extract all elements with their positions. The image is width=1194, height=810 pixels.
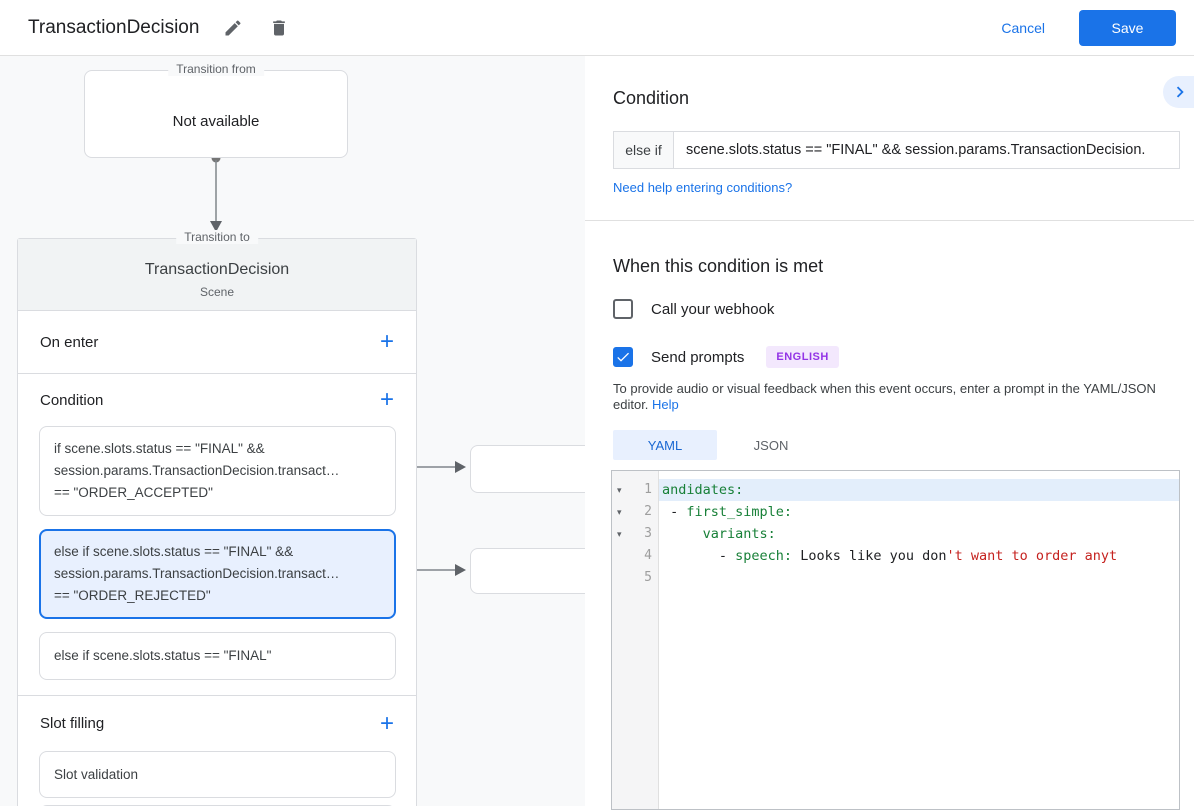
slot-filling-header: Slot filling +	[18, 696, 416, 751]
code-segment: first_simple:	[686, 504, 793, 520]
send-prompts-checkbox[interactable]	[613, 347, 633, 367]
code-segment	[662, 526, 703, 542]
editor-gutter	[612, 471, 659, 809]
condition-section: Condition + if scene.slots.status == "FI…	[18, 374, 416, 696]
code-text[interactable]: andidates:	[659, 479, 1179, 501]
fold-spacer	[612, 567, 630, 589]
editor-line: ▾ 3 variants:	[612, 523, 1179, 545]
fold-arrow-icon[interactable]: ▾	[617, 485, 622, 495]
collapse-panel-button[interactable]	[1163, 76, 1194, 108]
code-text[interactable]: - speech: Looks like you don't want to o…	[659, 545, 1179, 567]
transition-target-box[interactable]	[470, 445, 585, 493]
page-title: TransactionDecision	[28, 16, 200, 38]
call-webhook-label: Call your webhook	[651, 300, 775, 318]
code-segment: 't want to order anyt	[946, 548, 1118, 564]
transition-from-legend: Transition from	[168, 62, 264, 76]
editor-line: 4 - speech: Looks like you don't want to…	[612, 545, 1179, 567]
transition-from-box: Transition from Not available	[84, 62, 348, 158]
editor-format-tabs: YAML JSON	[613, 430, 1180, 460]
yaml-code-editor[interactable]: ▾ 1 andidates: ▾ 2 - first_simple: ▾ 3 v…	[611, 470, 1180, 810]
transition-to-legend: Transition to	[176, 230, 258, 244]
code-segment: speech:	[735, 548, 793, 564]
helper-help-link[interactable]: Help	[652, 397, 679, 412]
pencil-icon	[225, 19, 241, 35]
condition-card[interactable]: else if scene.slots.status == "FINAL"	[39, 632, 396, 680]
cancel-button[interactable]: Cancel	[1001, 19, 1045, 36]
tab-json[interactable]: JSON	[753, 437, 789, 453]
code-segment: Looks like you don	[792, 548, 947, 564]
header-actions: Cancel Save	[1001, 9, 1176, 46]
fold-arrow-icon[interactable]: ▾	[617, 507, 622, 517]
code-text[interactable]	[659, 567, 1179, 589]
tab-yaml[interactable]: YAML	[613, 430, 717, 460]
webhook-row: Call your webhook	[613, 299, 1180, 319]
condition-input-row: else if	[613, 131, 1180, 169]
edit-scene-button[interactable]	[221, 16, 245, 40]
check-icon	[617, 352, 629, 362]
scene-card: Transition to TransactionDecision Scene …	[17, 230, 417, 806]
slot-card-label: Slot validation	[54, 767, 139, 782]
fold-arrow-icon[interactable]: ▾	[617, 529, 622, 539]
line-number: 4	[644, 548, 652, 563]
line-number: 5	[644, 570, 652, 585]
condition-line: == "ORDER_ACCEPTED"	[54, 485, 213, 500]
code-segment: -	[662, 548, 736, 564]
chevron-right-icon	[1176, 86, 1184, 98]
condition-line: session.params.TransactionDecision.trans…	[54, 463, 340, 478]
send-prompts-label: Send prompts	[651, 348, 745, 366]
code-segment: -	[662, 504, 687, 520]
helper-text: To provide audio or visual feedback when…	[613, 381, 1156, 412]
transition-target-box[interactable]	[470, 548, 585, 594]
send-prompts-row: Send prompts ENGLISH	[613, 346, 1180, 368]
condition-card[interactable]: if scene.slots.status == "FINAL" && sess…	[39, 426, 396, 516]
add-slot-button[interactable]: +	[379, 709, 394, 737]
condition-section-header: Condition +	[18, 374, 416, 426]
on-enter-row[interactable]: On enter +	[18, 311, 416, 374]
editor-line: ▾ 1 andidates:	[612, 479, 1179, 501]
slot-filling-label: Slot filling	[40, 715, 105, 732]
condition-label: Condition	[40, 391, 104, 409]
condition-card-selected[interactable]: else if scene.slots.status == "FINAL" &&…	[39, 529, 396, 619]
editor-line: ▾ 2 - first_simple:	[612, 501, 1179, 523]
save-button[interactable]: Save	[1079, 9, 1176, 46]
code-text[interactable]: variants:	[659, 523, 1179, 545]
condition-editor-panel: Condition else if Need help entering con…	[585, 56, 1194, 810]
title-group: TransactionDecision	[28, 16, 291, 40]
on-enter-label: On enter	[40, 333, 99, 351]
slot-filling-section: Slot filling + Slot validation	[18, 696, 416, 806]
code-segment: andidates:	[662, 482, 744, 498]
scene-name: TransactionDecision	[144, 261, 290, 278]
add-condition-button[interactable]: +	[379, 386, 394, 413]
delete-scene-button[interactable]	[267, 16, 291, 40]
condition-prefix: else if	[613, 131, 673, 169]
code-text[interactable]: - first_simple:	[659, 501, 1179, 523]
line-number: 1	[644, 482, 652, 497]
trash-icon	[273, 20, 286, 35]
when-condition-heading: When this condition is met	[613, 256, 824, 276]
scene-card-header[interactable]: TransactionDecision Scene	[18, 239, 416, 311]
language-badge: ENGLISH	[766, 346, 839, 368]
top-bar: TransactionDecision Cancel Save	[0, 0, 1194, 56]
condition-line: if scene.slots.status == "FINAL" &&	[54, 441, 265, 456]
line-number: 2	[644, 504, 652, 519]
scene-type-label: Scene	[199, 285, 235, 299]
condition-line: session.params.TransactionDecision.trans…	[54, 566, 340, 581]
condition-line: else if scene.slots.status == "FINAL" &&	[54, 544, 294, 559]
transition-from-text: Not available	[172, 113, 260, 130]
prompt-helper-text: To provide audio or visual feedback when…	[613, 381, 1173, 413]
fold-spacer	[612, 545, 630, 567]
scene-flow-canvas: Transition from Not available Transition…	[0, 56, 585, 806]
line-number: 3	[644, 526, 652, 541]
call-webhook-checkbox[interactable]	[613, 299, 633, 319]
condition-help-link[interactable]: Need help entering conditions?	[613, 180, 793, 195]
condition-line: == "ORDER_REJECTED"	[54, 588, 211, 603]
condition-expression-input[interactable]	[673, 131, 1180, 169]
condition-line: else if scene.slots.status == "FINAL"	[54, 648, 272, 663]
panel-divider	[585, 220, 1194, 221]
slot-validation-card[interactable]: Slot validation	[39, 751, 396, 798]
code-segment: variants:	[702, 526, 776, 542]
add-on-enter-button[interactable]: +	[379, 328, 394, 355]
editor-line: 5	[612, 567, 1179, 589]
panel-condition-heading: Condition	[613, 88, 690, 108]
